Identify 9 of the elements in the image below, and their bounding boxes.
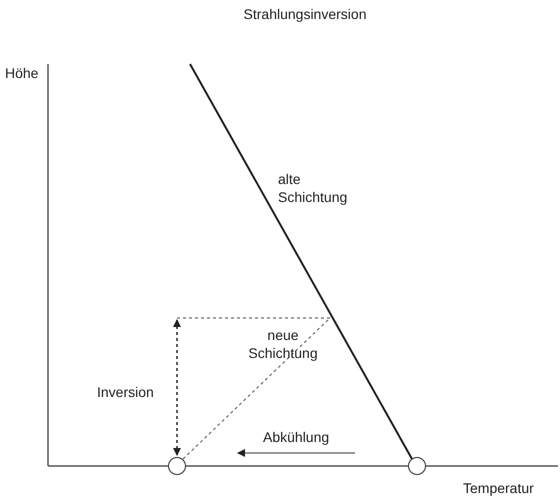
axis-label: alte Schichtung: [278, 170, 348, 206]
axis-label: Höhe: [5, 64, 38, 82]
axis-label: Abkühlung: [263, 428, 330, 446]
axis-label: Temperatur: [463, 479, 534, 497]
point-circle: [168, 457, 186, 475]
axis-label: Inversion: [97, 383, 154, 401]
diagram-title: Strahlungsinversion: [242, 6, 368, 22]
axis-label: neue Schichtung: [247, 326, 319, 362]
point-circle: [408, 457, 426, 475]
